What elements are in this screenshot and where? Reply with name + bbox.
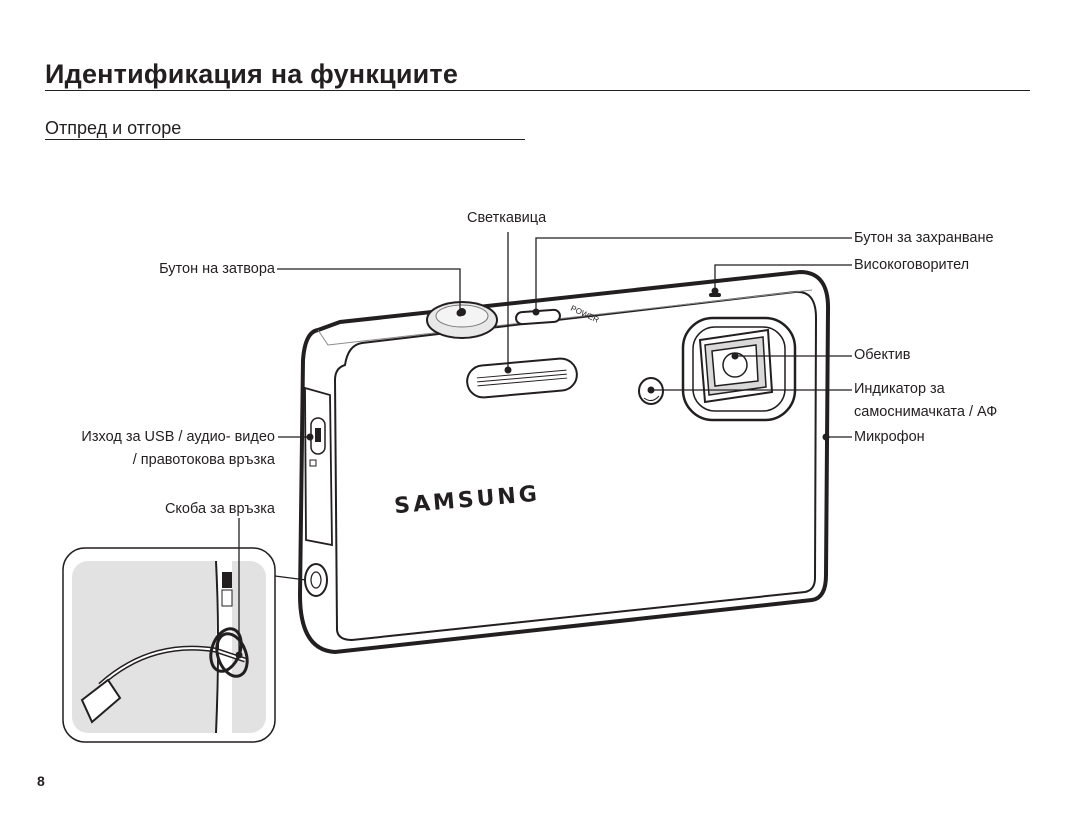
label-af-lamp-line1: Индикатор за <box>854 381 945 397</box>
section-title: Отпред и отгоре <box>45 117 525 140</box>
page-title: Идентификация на функциите <box>45 58 1030 91</box>
label-usb-port-line1: Изход за USB / аудио- видео <box>81 429 275 445</box>
label-flash: Светкавица <box>467 210 547 226</box>
label-speaker: Високоговорител <box>854 257 970 273</box>
camera-top-edge <box>339 271 801 323</box>
label-af-lamp-line2: самоснимачката / АФ <box>854 404 998 420</box>
camera-top-panel <box>317 289 813 346</box>
label-power-button: Бутон за захранване <box>854 230 994 246</box>
label-shutter-button: Бутон на затвора <box>159 261 275 277</box>
label-microphone: Микрофон <box>854 429 925 445</box>
page-number: 8 <box>37 773 45 789</box>
label-strap-eyelet: Скоба за връзка <box>164 501 275 517</box>
label-lens: Обектив <box>854 347 911 363</box>
side-port-door <box>304 386 333 547</box>
speaker-shape <box>709 293 721 297</box>
label-usb-port-line2: / правотокова връзка <box>132 452 275 468</box>
